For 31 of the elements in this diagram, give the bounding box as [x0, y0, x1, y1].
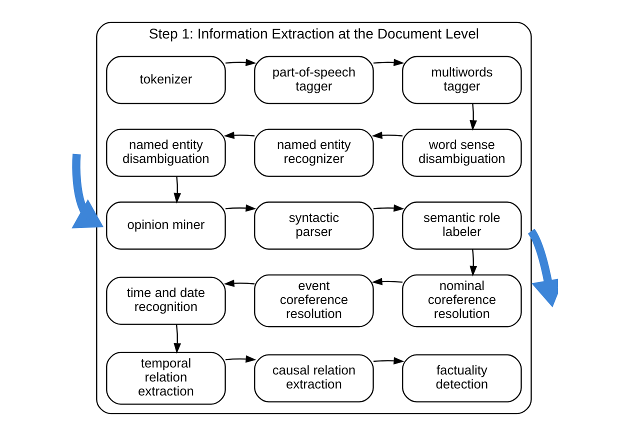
arrow: [173, 176, 181, 204]
arrow: [224, 204, 256, 212]
arrow: [223, 280, 254, 287]
node-box: named entity disambiguation: [106, 128, 226, 177]
arrow: [71, 154, 104, 228]
arrow: [469, 249, 477, 276]
node-box: part-of-speech tagger: [254, 56, 374, 104]
node-box: named entity recognizer: [254, 128, 374, 177]
node-box: nominal coreference resolution: [402, 274, 522, 328]
arrow: [372, 357, 404, 364]
arrow: [224, 58, 256, 66]
node-box: temporal relation extraction: [106, 352, 226, 405]
node-box: opinion miner: [106, 202, 226, 250]
node-box: time and date recognition: [106, 276, 226, 325]
arrow: [527, 228, 558, 308]
node-box: event coreference resolution: [254, 274, 374, 328]
node-box: causal relation extraction: [254, 354, 374, 402]
node-box: tokenizer: [106, 56, 226, 104]
arrow: [469, 104, 477, 131]
arrow: [223, 132, 254, 139]
arrow: [224, 355, 256, 363]
node-box: word sense disambiguation: [402, 128, 522, 177]
arrow: [372, 58, 404, 66]
arrow: [371, 278, 402, 286]
node-box: multiwords tagger: [402, 56, 522, 104]
node-box: factuality detection: [402, 354, 522, 402]
arrow: [372, 204, 404, 212]
node-box: semantic role labeler: [402, 202, 522, 250]
node-box: syntactic parser: [254, 202, 374, 250]
arrow: [173, 324, 181, 354]
arrow: [371, 132, 402, 139]
